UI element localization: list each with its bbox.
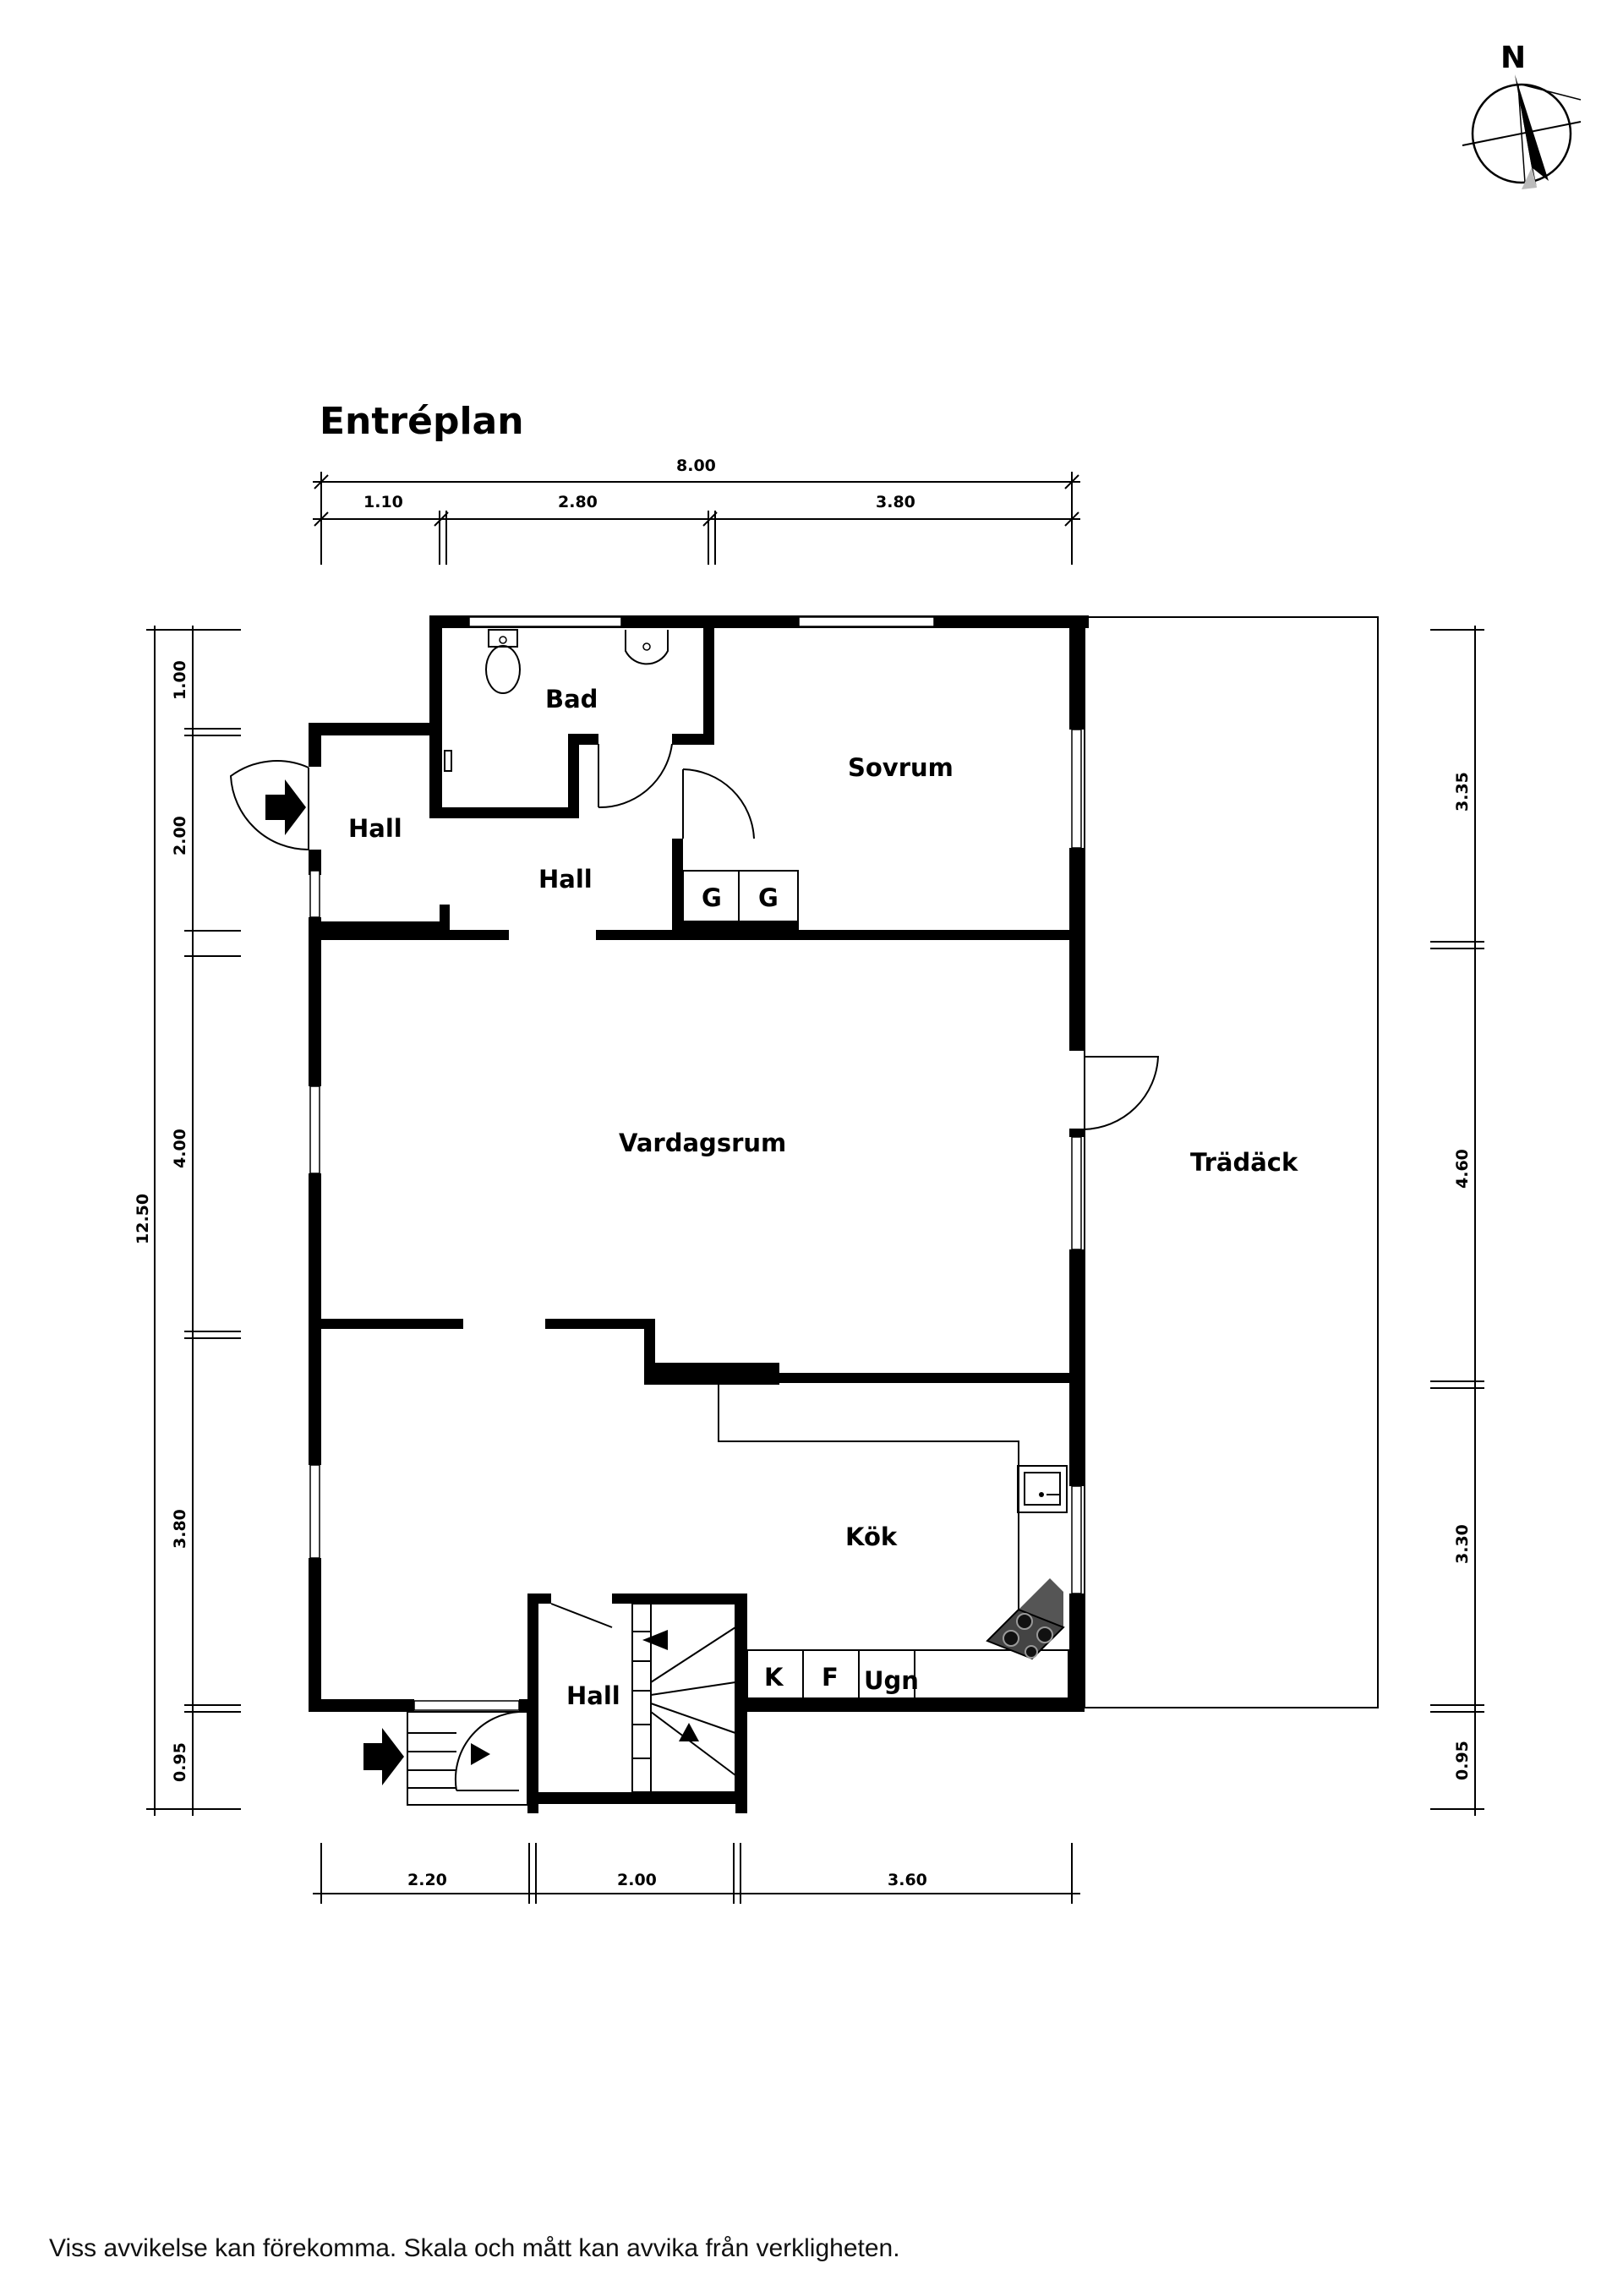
dim-right-3: 3.30 (1453, 1524, 1472, 1564)
compass-label: N (1500, 41, 1526, 75)
dim-left-total: 12.50 (134, 1194, 152, 1244)
room-label-bad: Bad (545, 685, 598, 713)
cupboard-label-1: G (702, 883, 722, 912)
stove-icon (986, 1578, 1065, 1660)
right-dimensions: 3.35 4.60 3.30 0.95 (1430, 626, 1484, 1816)
deck-outline (1084, 616, 1379, 1708)
entrance-arrow-bottom-icon (363, 1728, 404, 1785)
dim-bottom-2: 2.00 (617, 1871, 657, 1889)
dim-left-4: 3.80 (171, 1509, 189, 1549)
dim-right-1: 3.35 (1453, 772, 1472, 812)
left-dimensions: 12.50 1.00 2.00 4.00 3.80 0.95 (134, 626, 241, 1816)
cupboards: G G (682, 870, 799, 922)
dim-left-2: 2.00 (171, 816, 189, 856)
oven-label: Ugn (864, 1666, 919, 1695)
dim-top-3: 3.80 (876, 493, 915, 511)
sink-icon (625, 630, 669, 665)
room-label-vardagsrum: Vardagsrum (619, 1129, 786, 1157)
entrance-steps (407, 1711, 528, 1806)
entrance-arrow-icon (265, 779, 306, 835)
dim-left-3: 4.00 (171, 1129, 189, 1168)
room-label-hall-entry: Hall (348, 814, 402, 843)
dim-right-2: 4.60 (1453, 1149, 1472, 1189)
staircase (631, 1603, 736, 1793)
dim-top-2: 2.80 (558, 493, 598, 511)
cupboard-label-2: G (758, 883, 779, 912)
dim-right-4: 0.95 (1453, 1741, 1472, 1780)
walls (309, 615, 1089, 1813)
dim-bottom-1: 2.20 (407, 1871, 447, 1889)
room-label-hall-bottom: Hall (566, 1681, 620, 1710)
kitchen-counter: K F Ugn (718, 1383, 1069, 1699)
plan-title: Entréplan (320, 400, 524, 443)
dim-bottom-3: 3.60 (888, 1871, 927, 1889)
toilet-icon (485, 629, 521, 694)
room-label-sovrum: Sovrum (848, 753, 954, 782)
dim-top-1: 1.10 (363, 493, 403, 511)
towel-heater-icon (444, 750, 452, 772)
room-label-hall-mid: Hall (538, 865, 593, 894)
top-dimensions: 8.00 1.10 2.80 3.80 (313, 456, 1080, 565)
dim-left-1: 1.00 (171, 660, 189, 700)
doors (229, 743, 1160, 1791)
room-label-kok: Kök (845, 1522, 898, 1551)
bottom-dimensions: 2.20 2.00 3.60 (313, 1843, 1080, 1904)
fridge-label: K (764, 1663, 784, 1692)
dim-top-total: 8.00 (676, 456, 716, 475)
room-label-tradack: Trädäck (1190, 1148, 1298, 1177)
compass-icon: N (1462, 41, 1582, 189)
disclaimer-text: Viss avvikelse kan förekomma. Skala och … (49, 2234, 900, 2262)
freezer-label: F (822, 1663, 839, 1692)
dim-left-5: 0.95 (171, 1742, 189, 1782)
windows (309, 616, 1082, 1711)
